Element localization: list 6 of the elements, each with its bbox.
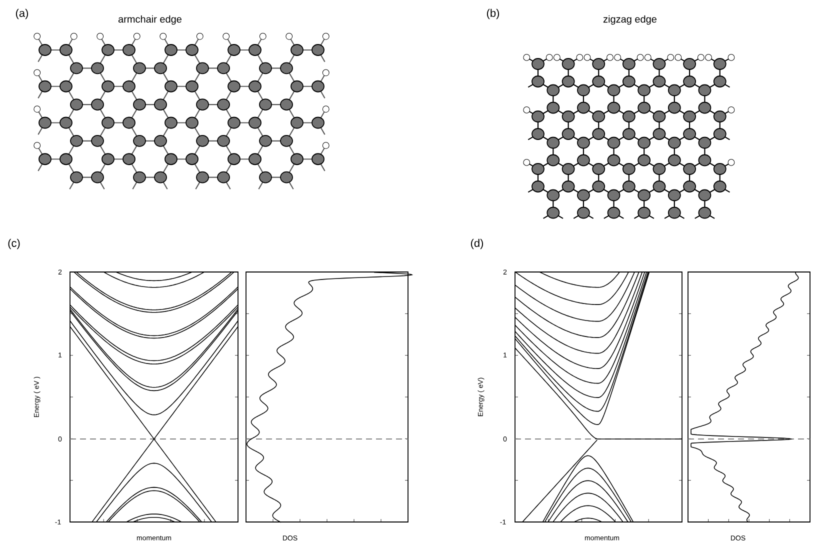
panel-label: (a)	[16, 8, 28, 20]
panel-label: (d)	[470, 238, 484, 250]
edge-title: zigzag edge	[603, 15, 656, 25]
panel-label: (c)	[8, 238, 20, 250]
panel-label: (b)	[486, 8, 500, 20]
edge-title: armchair edge	[118, 15, 182, 25]
